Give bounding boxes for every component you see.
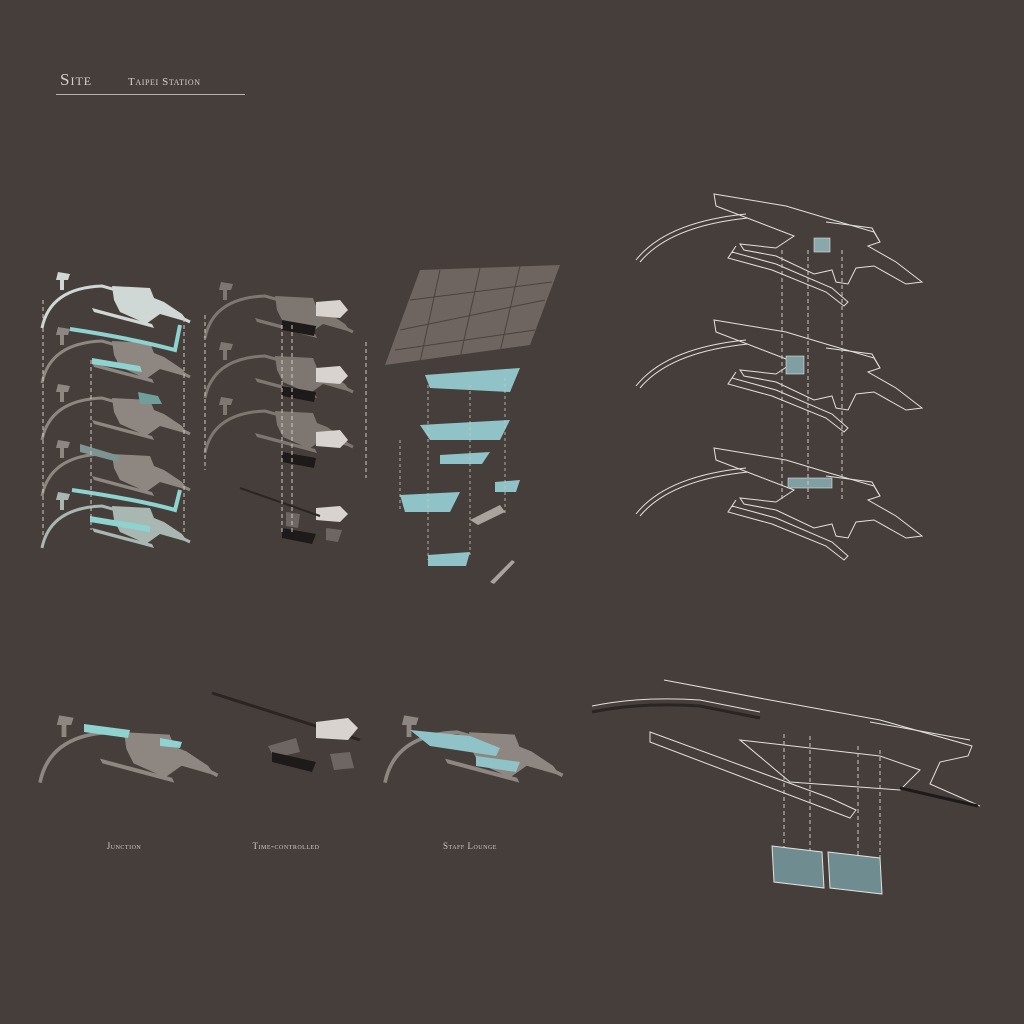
station-floor-outlines	[635, 193, 923, 561]
plan-staff-lounge	[383, 713, 565, 785]
caption-staff-lounge: Staff Lounge	[443, 841, 497, 851]
layer-stack-2	[203, 280, 367, 544]
layer-stack-1	[40, 270, 192, 550]
station-isometric-volume	[591, 679, 981, 895]
page-title: Site	[60, 70, 93, 89]
plan-time-controlled	[211, 691, 361, 772]
plan-junction	[38, 713, 220, 785]
caption-junction: Junction	[106, 841, 142, 851]
layer-stack-3	[385, 265, 560, 584]
caption-time-controlled: Time-controlled	[252, 841, 320, 851]
title-divider	[56, 94, 245, 95]
page-subtitle: Taipei Station	[128, 76, 201, 88]
